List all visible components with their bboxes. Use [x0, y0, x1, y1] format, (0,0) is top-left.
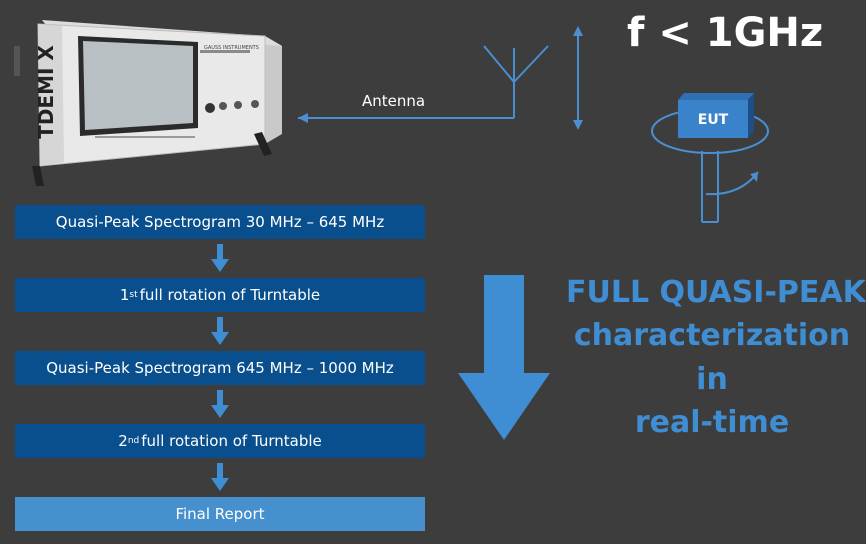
frequency-title: f < 1GHz — [627, 10, 824, 56]
headline-line-1: FULL QUASI-PEAK — [566, 275, 866, 310]
step-text: Quasi-Peak Spectrogram 30 MHz – 645 MHz — [55, 213, 385, 231]
antenna-element-right — [513, 45, 549, 83]
headline-line-2: characterization — [573, 318, 851, 353]
step-text: Final Report — [175, 505, 265, 523]
eut-box — [678, 100, 748, 138]
step-ordinal-suffix: st — [129, 290, 138, 300]
step-qp-spectrogram-low: Quasi-Peak Spectrogram 30 MHz – 645 MHz — [15, 205, 425, 239]
step-text: full rotation of Turntable — [139, 286, 321, 304]
antenna-diagram — [298, 26, 583, 130]
antenna-element-left — [483, 45, 515, 83]
flow-arrow-2 — [211, 317, 229, 345]
device-logo-text: GAUSS INSTRUMENTS — [204, 45, 259, 51]
tdemi-x-device — [14, 20, 282, 186]
step-text: full rotation of Turntable — [141, 432, 322, 450]
step-final-report: Final Report — [15, 497, 425, 531]
step-text: Quasi-Peak Spectrogram 645 MHz – 1000 MH… — [46, 359, 394, 377]
eut-label: EUT — [697, 112, 729, 128]
big-down-arrow — [458, 275, 550, 440]
step-ordinal: 2 — [118, 432, 128, 450]
step-ordinal: 1 — [119, 286, 130, 304]
antenna-label: Antenna — [362, 92, 426, 110]
step-ordinal-suffix: nd — [127, 436, 140, 446]
headline-line-4: real-time — [634, 405, 790, 440]
flow-arrow-4 — [211, 463, 229, 491]
rotation-arrow — [705, 171, 759, 196]
flow-arrow-3 — [211, 390, 229, 418]
flow-arrow-1 — [211, 244, 229, 272]
turntable-diagram — [651, 93, 769, 223]
step-qp-spectrogram-high: Quasi-Peak Spectrogram 645 MHz – 1000 MH… — [15, 351, 425, 385]
headline-line-3: in — [696, 362, 728, 397]
